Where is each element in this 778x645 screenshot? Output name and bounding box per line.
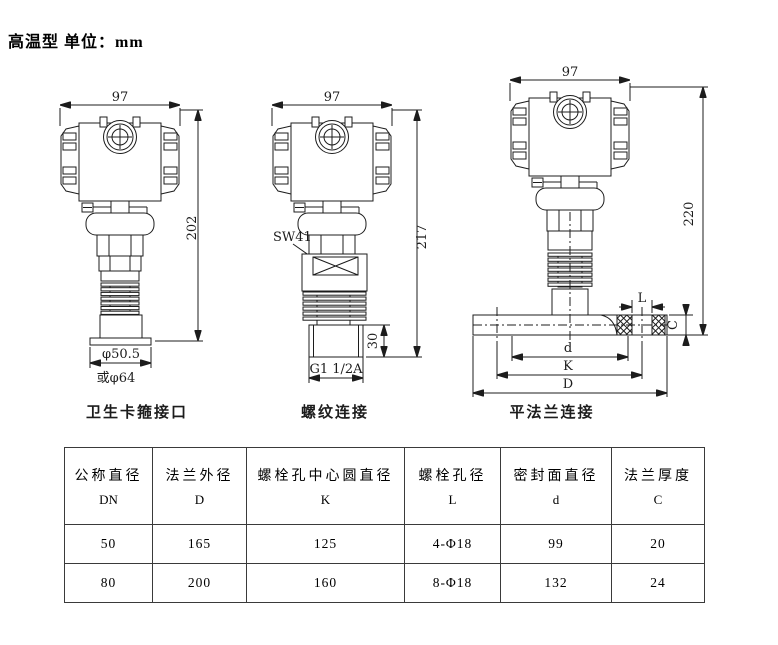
flange-height-dimension: 220	[630, 86, 708, 335]
cell: 200	[152, 563, 247, 603]
thread-width-dimension: 97	[271, 90, 393, 126]
thread-spec-dimension: G1 1/2A	[308, 357, 364, 383]
table-row-dn80: 80 200 160 8-Φ18 132 24	[64, 563, 705, 603]
thread-drawing: 97 SW41	[271, 90, 430, 421]
technical-drawings: 97	[59, 65, 708, 421]
dim-d-label: d	[564, 341, 572, 356]
thread-length-value: 30	[366, 333, 381, 350]
clamp-tip-dimension: φ50.5 或φ64	[89, 347, 152, 386]
thread-caption: 螺纹连接	[301, 403, 369, 421]
flange-width-value: 97	[562, 65, 579, 80]
flange-drawing: 97	[472, 65, 708, 421]
cell: 8-Φ18	[404, 563, 501, 603]
clamp-tip-dia-alt: 或φ64	[97, 371, 136, 386]
dim-D-label: D	[563, 377, 573, 392]
cell: 80	[64, 563, 153, 603]
transmitter-head	[510, 91, 630, 211]
cell: 125	[246, 524, 405, 564]
clamp-height-value: 202	[185, 216, 200, 241]
flange-plate	[472, 212, 668, 352]
dim-C-label: C	[666, 320, 681, 330]
cell: 160	[246, 563, 405, 603]
bolt-hole-dimension: L	[619, 291, 665, 313]
clamp-caption: 卫生卡箍接口	[86, 403, 188, 421]
dim-L-label: L	[638, 291, 647, 306]
page-title: 高温型 单位：mm	[8, 34, 144, 51]
cell: 4-Φ18	[404, 524, 501, 564]
cell: 99	[500, 524, 612, 564]
cell: 50	[64, 524, 153, 564]
thread-length-dimension: 30	[363, 324, 390, 357]
clamp-height-dimension: 202	[155, 109, 203, 342]
clamp-tip-dia: φ50.5	[102, 347, 140, 362]
flange-od-dimension: D	[472, 336, 668, 397]
cell: 24	[611, 563, 705, 603]
flange-thickness-dimension: C	[666, 304, 708, 346]
cell: 132	[500, 563, 612, 603]
thread-cooling-fins	[302, 291, 367, 326]
dim-K-label: K	[563, 359, 573, 374]
flange-height-value: 220	[682, 202, 697, 227]
clamp-drawing: 97	[59, 90, 203, 421]
table-row-dn50: 50 165 125 4-Φ18 99 20	[64, 524, 705, 564]
clamp-width-dimension: 97	[59, 90, 181, 126]
flange-width-dimension: 97	[509, 65, 631, 101]
transmitter-head	[272, 116, 392, 236]
flange-caption: 平法兰连接	[509, 403, 594, 421]
transmitter-head	[60, 116, 180, 236]
cell: 20	[611, 524, 705, 564]
clamp-width-value: 97	[112, 90, 129, 105]
bolt-circle-dimension: K	[496, 345, 643, 379]
thread-spec-value: G1 1/2A	[309, 362, 363, 377]
wrench-size-label: SW41	[273, 230, 312, 245]
clamp-cooling-fins	[100, 282, 140, 316]
thread-width-value: 97	[324, 90, 341, 105]
seal-face-dimension: d	[511, 336, 629, 361]
thread-height-dimension: 217	[366, 109, 430, 358]
cell: 165	[152, 524, 247, 564]
thread-height-value: 217	[415, 225, 430, 250]
